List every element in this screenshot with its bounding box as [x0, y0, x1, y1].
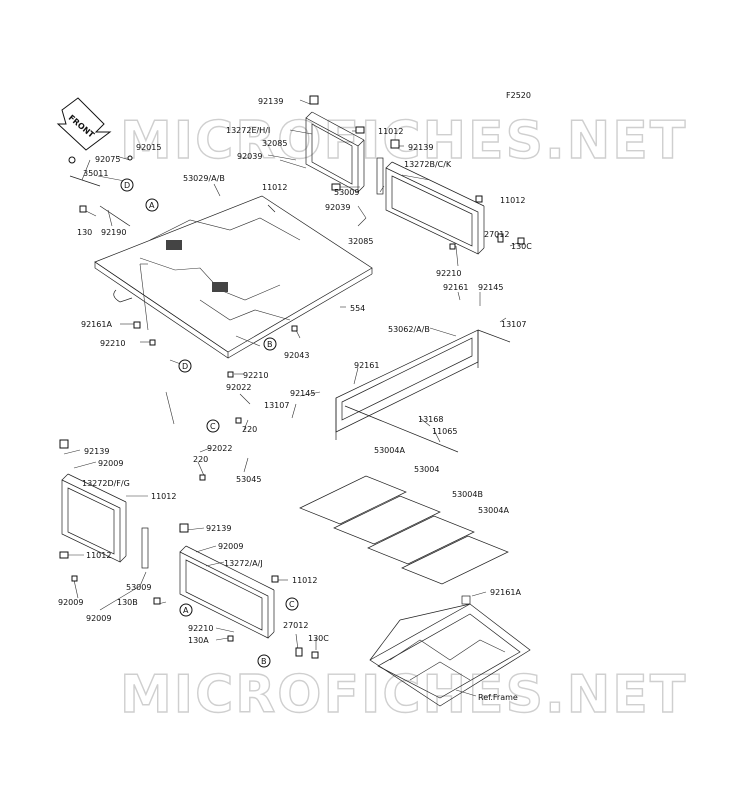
label-220-b: 220: [193, 455, 208, 464]
callout-c-mid: C: [206, 419, 220, 433]
label-53062: 53062/A/B: [388, 325, 430, 334]
label-92022-a: 92022: [226, 383, 251, 392]
label-53004a-b: 53004A: [478, 506, 509, 515]
label-92161-b: 92161: [354, 361, 379, 370]
label-92139-r: 92139: [408, 143, 433, 152]
label-27012-a: 27012: [484, 230, 509, 239]
tailgate-panel: [335, 329, 511, 453]
callout-b-low: B: [257, 654, 271, 668]
label-ref-frame: Ref.Frame: [478, 693, 518, 702]
label-13107-b: 13107: [264, 401, 289, 410]
label-13272bck: 13272B/C/K: [404, 160, 452, 169]
label-11012-c: 11012: [500, 196, 525, 205]
label-92009-a: 92009: [98, 459, 123, 468]
lower-side-gate: [141, 527, 275, 639]
label-13272ehi: 13272E/H/I: [226, 126, 270, 135]
label-92139-b: 92139: [206, 524, 231, 533]
label-13272dfg: 13272D/F/G: [82, 479, 130, 488]
svg-text:A: A: [183, 606, 189, 615]
label-11012-f: 11012: [292, 576, 317, 585]
label-130c-a: 130C: [511, 242, 532, 251]
label-92161-a: 92161: [443, 283, 468, 292]
label-92161a-r: 92161A: [490, 588, 521, 597]
label-92009-c: 92009: [58, 598, 83, 607]
label-53009-a: 53009: [334, 188, 359, 197]
label-92145-b: 92145: [290, 389, 315, 398]
label-92161a-l: 92161A: [81, 320, 112, 329]
reference-frame: [369, 595, 531, 707]
label-92022-b: 92022: [207, 444, 232, 453]
label-130b: 130B: [117, 598, 138, 607]
svg-text:D: D: [182, 362, 188, 371]
callout-a-top: A: [145, 198, 159, 212]
label-220-a: 220: [242, 425, 257, 434]
label-92145-a: 92145: [478, 283, 503, 292]
label-92015: 92015: [136, 143, 161, 152]
bed-floor-panel: [94, 195, 373, 359]
label-13107-a: 13107: [501, 320, 526, 329]
svg-text:B: B: [261, 657, 267, 666]
label-92009-b: 92009: [218, 542, 243, 551]
callout-d-mid: D: [178, 359, 192, 373]
label-53045: 53045: [236, 475, 261, 484]
svg-text:C: C: [289, 600, 295, 609]
label-92043: 92043: [284, 351, 309, 360]
label-92039-b: 92039: [325, 203, 350, 212]
label-53029: 53029/A/B: [183, 174, 225, 183]
label-92190: 92190: [101, 228, 126, 237]
label-11012-d: 11012: [151, 492, 176, 501]
left-side-gate: [61, 473, 127, 563]
hardware-points: [59, 95, 525, 659]
label-130c-b: 130C: [308, 634, 329, 643]
label-130: 130: [77, 228, 92, 237]
label-13272aj: 13272/A/J: [224, 559, 263, 568]
callout-d-top: D: [120, 178, 134, 192]
front-gate-upper: [305, 111, 365, 193]
figure-code: F2520: [506, 91, 531, 100]
label-92009-d: 92009: [86, 614, 111, 623]
label-53009-b: 53009: [126, 583, 151, 592]
svg-text:B: B: [267, 340, 273, 349]
label-53004b: 53004B: [452, 490, 483, 499]
label-92039-a: 92039: [237, 152, 262, 161]
label-92139-top: 92139: [258, 97, 283, 106]
callout-a-low: A: [179, 603, 193, 617]
label-92210-d: 92210: [188, 624, 213, 633]
label-11012-b: 11012: [262, 183, 287, 192]
bed-mats: [299, 475, 509, 585]
label-32085-a: 32085: [262, 139, 287, 148]
label-11012-e: 11012: [86, 551, 111, 560]
label-92210-b: 92210: [100, 339, 125, 348]
label-92210-c: 92210: [243, 371, 268, 380]
leader-lines: [63, 99, 521, 697]
svg-text:D: D: [124, 181, 130, 190]
label-554: 554: [350, 304, 365, 313]
label-53004a-a: 53004A: [374, 446, 405, 455]
label-27012-b: 27012: [283, 621, 308, 630]
label-92139-l: 92139: [84, 447, 109, 456]
svg-text:C: C: [210, 422, 216, 431]
watermark-top: MICROFICHES.NET: [120, 111, 687, 171]
callout-b-mid: B: [263, 337, 277, 351]
label-53004: 53004: [414, 465, 439, 474]
label-11065: 11065: [432, 427, 457, 436]
label-92210-a: 92210: [436, 269, 461, 278]
label-32085-b: 32085: [348, 237, 373, 246]
watermark-bottom: MICROFICHES.NET: [120, 665, 687, 725]
callout-c-low: C: [285, 597, 299, 611]
right-side-gate: [376, 157, 485, 255]
svg-text:A: A: [149, 201, 155, 210]
label-130a: 130A: [188, 636, 209, 645]
label-11012-a: 11012: [378, 127, 403, 136]
front-arrow-icon: FRONT: [56, 97, 112, 151]
label-92075: 92075: [95, 155, 120, 164]
label-35011: 35011: [83, 169, 108, 178]
label-13168: 13168: [418, 415, 443, 424]
